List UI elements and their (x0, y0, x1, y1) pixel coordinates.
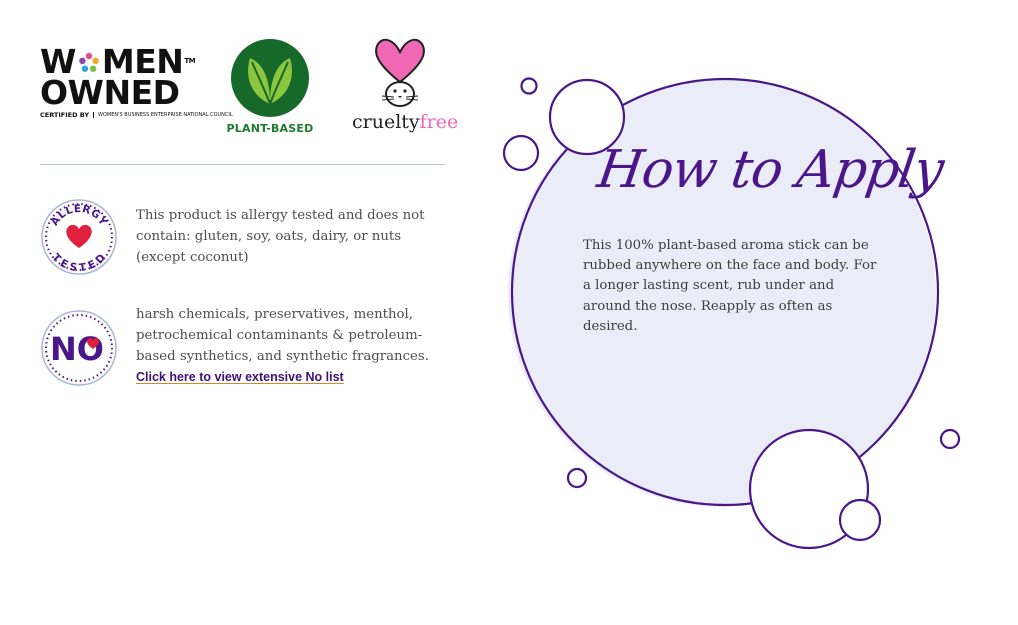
allergy-description: This product is allergy tested and does … (136, 208, 425, 265)
how-to-apply-body: This 100% plant-based aroma stick can be… (583, 238, 877, 334)
women-owned-line1: W MENTM (40, 45, 196, 78)
apply-bubbles-graphic (502, 77, 961, 550)
cruelty-free-badge: crueltyfree (352, 34, 458, 138)
plant-based-badge: PLANT-BASED (222, 38, 318, 138)
no-list-description: harsh chemicals, preservatives, menthol,… (136, 307, 429, 364)
no-list-link[interactable]: Click here to view extensive No list (136, 370, 344, 384)
women-owned-line2: OWNED (40, 73, 180, 112)
women-flower-icon (77, 48, 101, 72)
women-w-letter: W (40, 42, 76, 81)
allergy-tested-icon: ALLERGY TESTED (40, 198, 118, 276)
cruelty-free-wordmark: crueltyfree (352, 111, 458, 133)
women-men-letters: MEN (101, 42, 184, 81)
certified-by-label: CERTIFIED BY (40, 111, 90, 119)
how-to-apply-title: How to Apply (593, 140, 947, 200)
plant-based-label: PLANT-BASED (226, 122, 314, 135)
section-divider (40, 164, 445, 165)
council-name: WOMEN'S BUSINESS ENTERPRISE NATIONAL COU… (93, 112, 233, 118)
svg-text:NO: NO (50, 330, 104, 368)
women-owned-certification: CERTIFIED BY WOMEN'S BUSINESS ENTERPRISE… (40, 111, 233, 119)
free-word: free (419, 111, 459, 133)
no-chemicals-icon: NO (40, 309, 118, 387)
cruelty-word: cruelty (352, 111, 420, 133)
no-list-block: harsh chemicals, preservatives, menthol,… (136, 304, 451, 388)
leaf-icon (231, 39, 309, 117)
women-owned-badge: W MENTM OWNED CERTIFIED BY WOMEN'S BUSIN… (40, 45, 233, 128)
bunny-heart-icon (375, 38, 425, 107)
trademark-mark: TM (184, 57, 196, 65)
